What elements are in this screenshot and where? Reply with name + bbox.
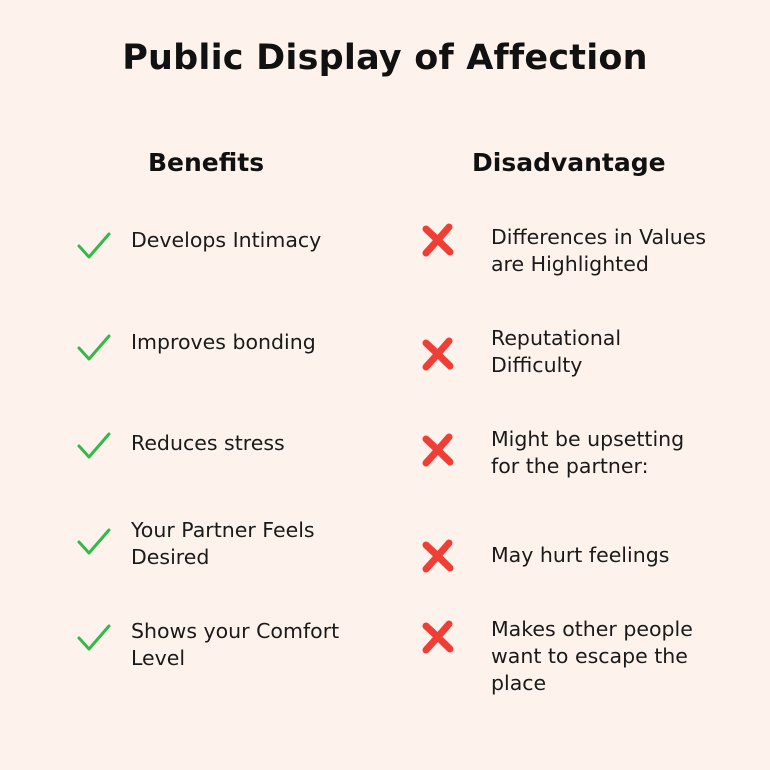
check-icon bbox=[77, 528, 111, 555]
benefit-label: Shows your Comfort Level bbox=[131, 619, 340, 670]
benefit-label: Improves bonding bbox=[131, 330, 316, 354]
benefit-label: Reduces stress bbox=[131, 431, 285, 455]
check-icon bbox=[77, 334, 111, 361]
cross-icon bbox=[422, 223, 454, 257]
cross-icon bbox=[422, 620, 454, 654]
disadvantage-label: Makes other people want to escape the pl… bbox=[491, 617, 693, 695]
benefit-label: Develops Intimacy bbox=[131, 228, 322, 252]
check-icon bbox=[77, 624, 111, 651]
disadvantage-heading: Disadvantage bbox=[472, 148, 666, 177]
benefit-label: Your Partner Feels Desired bbox=[131, 518, 315, 569]
cross-icon bbox=[422, 539, 454, 573]
disadvantage-label: Might be upsetting for the partner: bbox=[491, 427, 685, 478]
disadvantage-label: May hurt feelings bbox=[491, 543, 670, 567]
benefits-heading: Benefits bbox=[148, 148, 265, 177]
cross-icon bbox=[422, 433, 454, 467]
check-icon bbox=[77, 432, 111, 459]
disadvantage-label: Reputational Difficulty bbox=[491, 326, 622, 377]
check-icon bbox=[77, 232, 111, 259]
page-title: Public Display of Affection bbox=[122, 38, 648, 78]
cross-icon bbox=[422, 337, 454, 371]
disadvantage-label: Differences in Values are Highlighted bbox=[491, 225, 707, 276]
